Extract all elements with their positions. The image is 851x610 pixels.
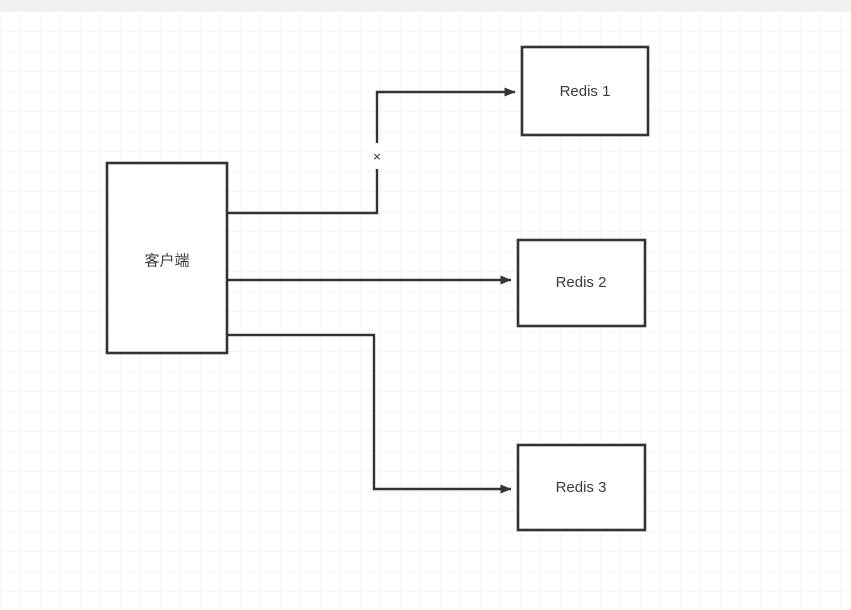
node-client[interactable]: 客户端: [105, 161, 229, 355]
x-break-marker-group[interactable]: ×: [368, 143, 386, 169]
x-break-marker-patch: [368, 143, 386, 169]
grid-background: [0, 11, 851, 610]
node-redis2[interactable]: Redis 2: [516, 238, 647, 328]
node-redis3-box[interactable]: [516, 443, 647, 532]
node-redis2-box[interactable]: [516, 238, 647, 328]
node-redis1-label: Redis 1: [560, 83, 611, 100]
node-client-label: 客户端: [144, 252, 189, 270]
node-client-box[interactable]: [105, 161, 229, 355]
top-chrome-strip: [0, 0, 851, 11]
x-break-marker-icon: ×: [372, 150, 381, 163]
node-redis3-label: Redis 3: [556, 479, 607, 496]
node-redis1[interactable]: Redis 1: [520, 45, 650, 137]
node-redis1-box[interactable]: [520, 45, 650, 137]
node-redis2-label: Redis 2: [556, 274, 607, 291]
node-redis3[interactable]: Redis 3: [516, 443, 647, 532]
edge-client-to-redis3[interactable]: [227, 333, 512, 494]
